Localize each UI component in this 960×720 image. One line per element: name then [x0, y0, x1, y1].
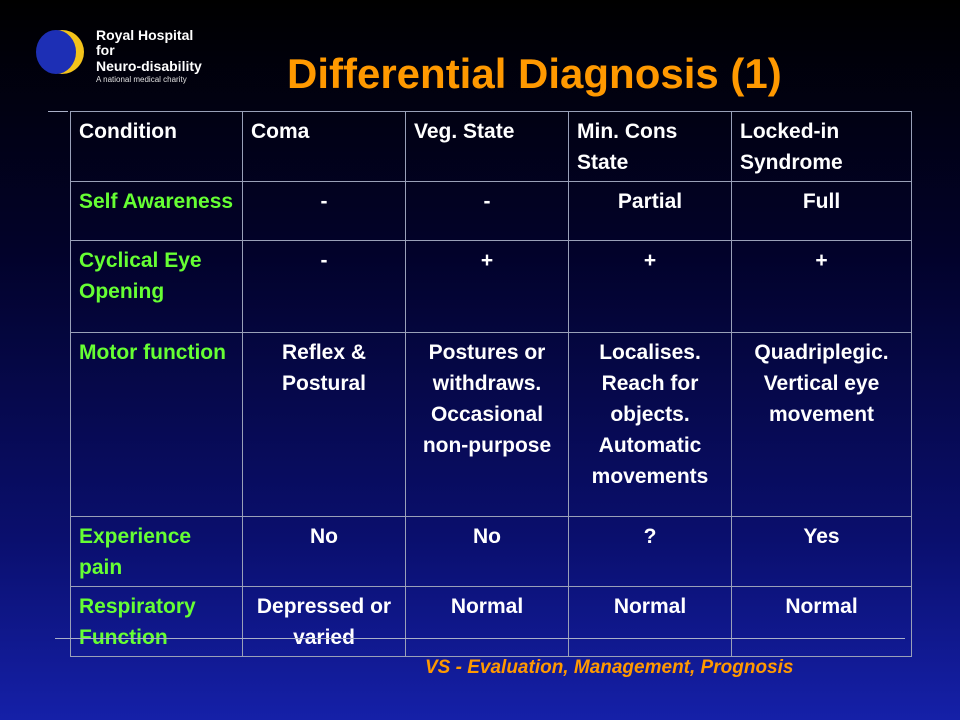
table-header-row: Condition Coma Veg. State Min. Cons Stat… — [70, 111, 912, 182]
table-cell: ? — [568, 516, 732, 587]
logo-moon-icon — [36, 30, 76, 74]
logo-tagline: A national medical charity — [96, 75, 187, 85]
header-cell: Condition — [70, 111, 243, 182]
condition-cell: Respiratory Function — [70, 586, 243, 657]
table-cell: Reflex & Postural — [242, 332, 406, 517]
logo-name-line2: Neuro-disability — [96, 57, 202, 74]
table-cell: Normal — [731, 586, 912, 657]
table-cell: - — [242, 181, 406, 241]
header-cell: Coma — [242, 111, 406, 182]
table-cell: No — [242, 516, 406, 587]
table-row: Cyclical Eye Opening - + + + — [70, 240, 912, 333]
table-row: Self Awareness - - Partial Full — [70, 181, 912, 241]
table-row: Motor function Reflex & Postural Posture… — [70, 332, 912, 517]
table-row: Experience pain No No ? Yes — [70, 516, 912, 587]
table-cell: Normal — [568, 586, 732, 657]
table-cell: - — [405, 181, 569, 241]
table-cell: Depressed or varied — [242, 586, 406, 657]
condition-cell: Experience pain — [70, 516, 243, 587]
top-divider — [48, 111, 68, 112]
slide-title: Differential Diagnosis (1) — [287, 50, 782, 97]
table-cell: Normal — [405, 586, 569, 657]
condition-cell: Self Awareness — [70, 181, 243, 241]
table-cell: + — [568, 240, 732, 333]
header-cell: Min. Cons State — [568, 111, 732, 182]
table-cell: Quadriplegic. Vertical eye movement — [731, 332, 912, 517]
table-cell: + — [405, 240, 569, 333]
table-cell: Localises. Reach for objects. Automatic … — [568, 332, 732, 517]
table-cell: Postures or withdraws. Occasional non-pu… — [405, 332, 569, 517]
table-cell: - — [242, 240, 406, 333]
bottom-divider — [55, 638, 905, 639]
table-cell: No — [405, 516, 569, 587]
condition-cell: Cyclical Eye Opening — [70, 240, 243, 333]
table-cell: + — [731, 240, 912, 333]
table-cell: Yes — [731, 516, 912, 587]
header-cell: Veg. State — [405, 111, 569, 182]
table-cell: Partial — [568, 181, 732, 241]
table-cell: Full — [731, 181, 912, 241]
slide-footer: VS - Evaluation, Management, Prognosis — [425, 657, 794, 678]
logo-name-line1: Royal Hospital for — [96, 27, 194, 59]
logo-text: Royal Hospital for Neuro-disability A na… — [96, 27, 210, 85]
condition-cell: Motor function — [70, 332, 243, 517]
diagnosis-table: Condition Coma Veg. State Min. Cons Stat… — [70, 111, 912, 657]
header-cell: Locked-in Syndrome — [731, 111, 912, 182]
hospital-logo: Royal Hospital for Neuro-disability A na… — [36, 20, 210, 84]
table-row: Respiratory Function Depressed or varied… — [70, 586, 912, 657]
